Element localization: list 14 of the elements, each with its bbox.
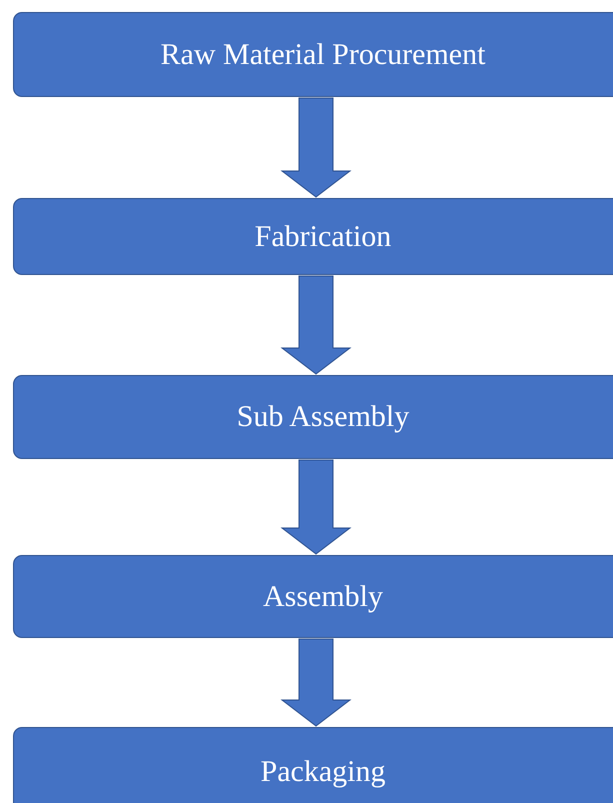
- step-label: Assembly: [263, 580, 383, 614]
- process-box: [13, 555, 613, 638]
- process-box: [13, 198, 613, 275]
- process-box: [13, 727, 613, 803]
- step-label: Packaging: [260, 755, 386, 789]
- block-arrow: [280, 98, 352, 198]
- step-label: Fabrication: [254, 220, 392, 254]
- block-arrow: [280, 638, 352, 727]
- process-box: [13, 12, 613, 97]
- block-arrow: [280, 276, 352, 375]
- step-label: Raw Material Procurement: [160, 38, 486, 72]
- block-arrow: [280, 460, 352, 555]
- process-box: [13, 375, 613, 459]
- step-label: Sub Assembly: [236, 400, 410, 434]
